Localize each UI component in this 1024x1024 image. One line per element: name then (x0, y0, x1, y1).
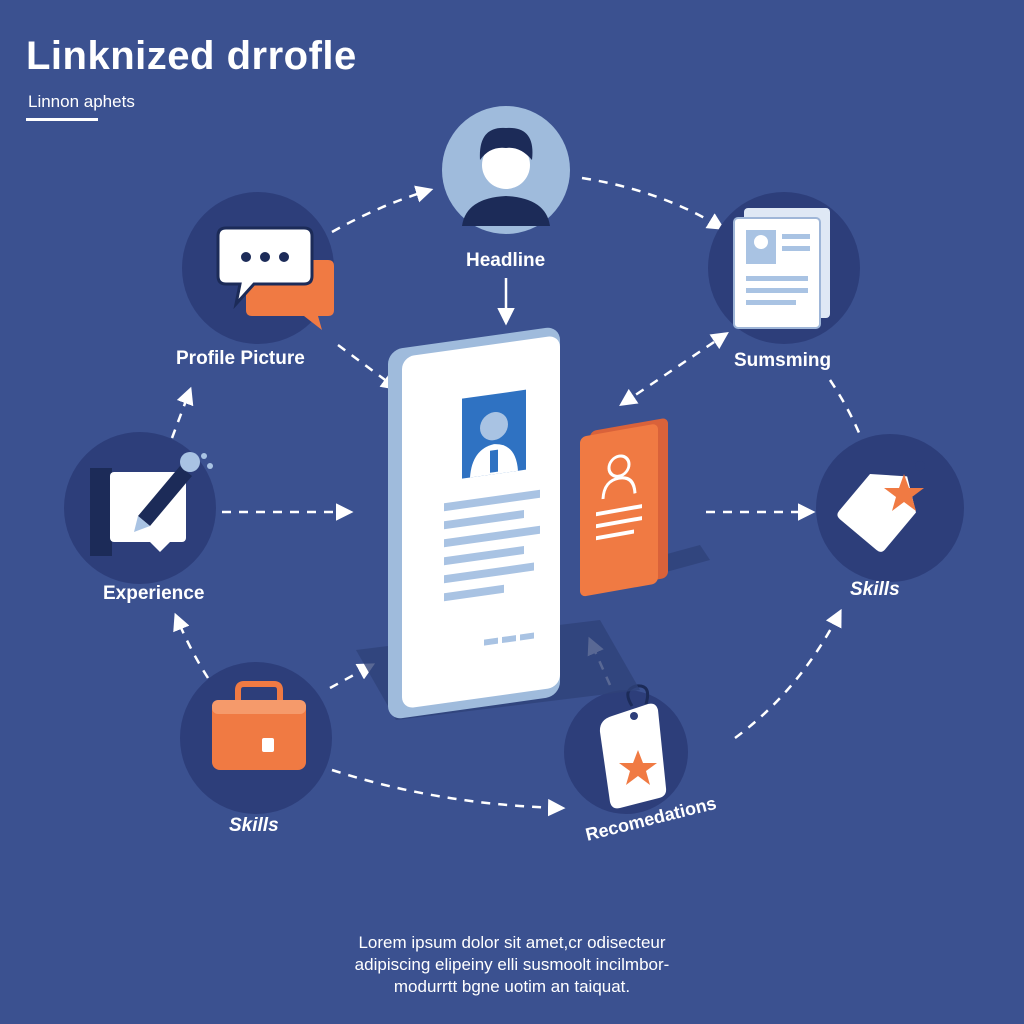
footer-line-3: modurrtt bgne uotim an taiquat. (393, 977, 631, 996)
arrow-skills-to-experience (173, 612, 210, 679)
arrow-headline-to-summary (581, 176, 725, 230)
arrow-experience-up (170, 386, 194, 439)
profile-phone-icon (356, 327, 640, 720)
arrow-profilepic-to-phone (337, 343, 399, 391)
label-skills-right: Skills (850, 579, 900, 600)
label-summary: Sumsming (734, 350, 832, 371)
label-experience: Experience (103, 583, 205, 604)
pen-tool-icon (90, 452, 213, 556)
avatar-icon (462, 127, 550, 226)
arrow-profilepic-to-headline (331, 185, 434, 234)
chat-bubbles-icon (216, 226, 334, 330)
profile-card-icon (580, 418, 710, 597)
label-headline: Headline (466, 250, 546, 271)
arrow-bottom-to-skills (734, 608, 842, 740)
connectors (170, 176, 864, 817)
footer-text: Lorem ipsum dolor sit amet,cr odisecteur… (260, 932, 764, 998)
arrow-summary-to-skills (828, 379, 864, 441)
page-subtitle: Linnon aphets (28, 92, 135, 111)
subtitle-underline (26, 118, 98, 121)
label-profile-picture: Profile Picture (176, 348, 305, 369)
arrow-briefcase-to-recommendations (331, 768, 566, 817)
briefcase-icon (212, 681, 306, 770)
recommendation-tag-icon (599, 684, 667, 809)
page-title: Linknized drrofle (26, 34, 357, 78)
resume-document-icon (733, 208, 830, 329)
footer-line-1: Lorem ipsum dolor sit amet,cr odisecteur (358, 933, 666, 952)
footer-line-2: adipiscing elipeiny elli susmoolt incilm… (354, 955, 670, 974)
arrow-briefcase-to-phone (329, 663, 376, 690)
label-skills-left: Skills (229, 815, 279, 836)
star-tag-icon (837, 461, 925, 552)
arrow-summary-phone (619, 332, 729, 406)
